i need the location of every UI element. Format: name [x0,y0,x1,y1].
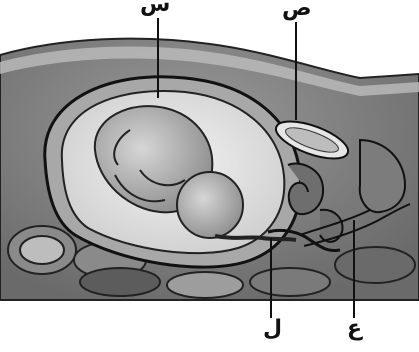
label-s: س [140,0,170,16]
label-d: ص [282,0,312,20]
label-l: ل [263,318,282,340]
label-a: ع [347,318,362,340]
